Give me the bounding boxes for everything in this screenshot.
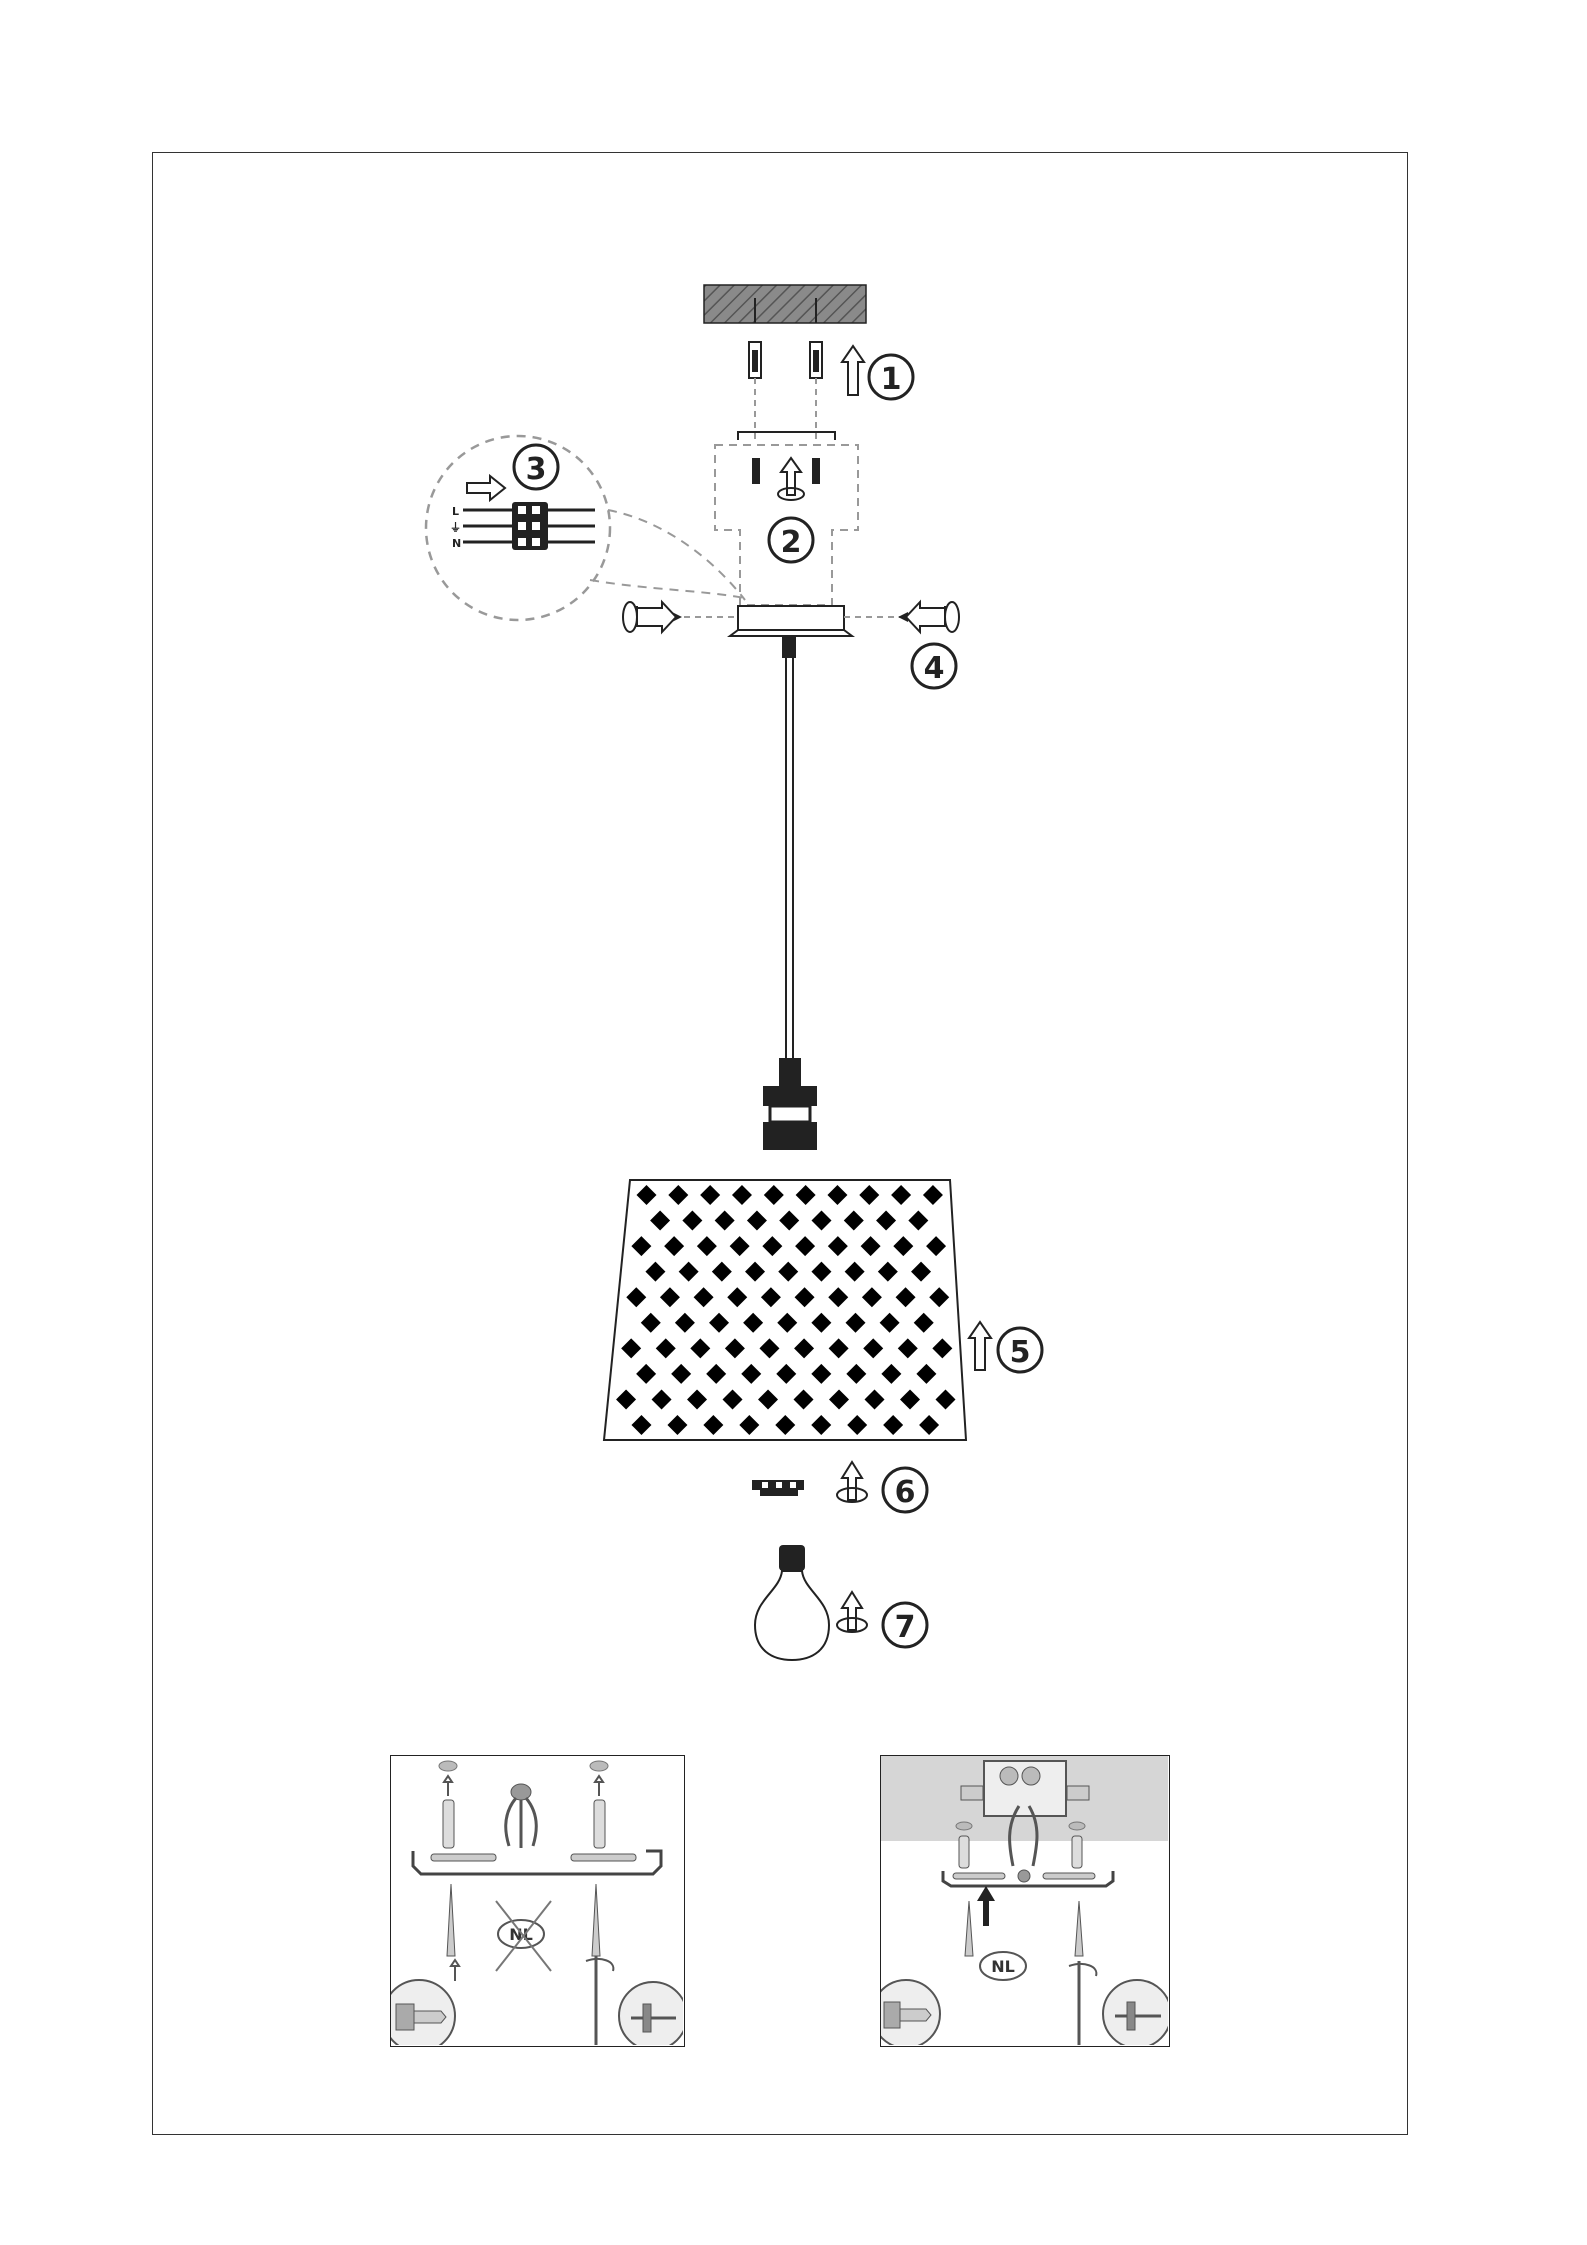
screw-rotate-left-icon xyxy=(623,602,676,632)
rotate-up-icon-bulb xyxy=(837,1592,867,1632)
wiring-detail-circle: L ⏚ N xyxy=(426,436,745,620)
assembly-diagram: 1 2 L ⏚ xyxy=(0,0,1587,1700)
step-badge-7: 7 xyxy=(883,1603,927,1647)
up-arrow-icon-shade xyxy=(969,1322,991,1370)
step-number: 1 xyxy=(881,362,902,397)
bracket-diagram-left: NL xyxy=(391,1756,683,2045)
svg-text:6: 6 xyxy=(895,1475,916,1510)
wire-label-neutral: N xyxy=(452,537,461,550)
step-badge-4: 4 xyxy=(912,644,956,688)
rotate-up-icon xyxy=(778,458,804,500)
screw-rotate-right-icon xyxy=(906,602,959,632)
svg-text:2: 2 xyxy=(781,525,802,560)
bracket-diagram-right: NL xyxy=(881,1756,1168,2045)
svg-text:3: 3 xyxy=(526,452,547,487)
wire-label-earth: ⏚ xyxy=(450,521,461,534)
step-badge-2: 2 xyxy=(769,518,813,562)
inset-mounting-bracket-left: NL xyxy=(390,1755,685,2047)
svg-text:7: 7 xyxy=(895,1610,916,1645)
step-badge-3: 3 xyxy=(514,445,558,489)
step-badge-5: 5 xyxy=(998,1328,1042,1372)
canopy xyxy=(672,606,908,636)
wall-plug-right xyxy=(810,342,822,440)
rotate-up-icon-ring xyxy=(837,1462,867,1502)
ceiling-block xyxy=(704,285,866,323)
step-badge-6: 6 xyxy=(883,1468,927,1512)
light-bulb xyxy=(755,1545,829,1660)
lamp-holder xyxy=(763,1058,817,1150)
up-arrow-icon xyxy=(842,346,864,395)
wire-label-live: L xyxy=(452,505,459,518)
shade-ring xyxy=(752,1480,804,1496)
inset-mounting-bracket-right: NL xyxy=(880,1755,1170,2047)
svg-text:5: 5 xyxy=(1010,1335,1031,1370)
lampshade xyxy=(604,1180,966,1440)
wall-plug-left xyxy=(749,342,761,440)
terminal-block xyxy=(463,502,595,550)
svg-text:4: 4 xyxy=(924,651,945,686)
step-badge-1: 1 xyxy=(869,355,913,399)
nl-label: NL xyxy=(991,1957,1015,1976)
pendant-cable xyxy=(782,636,796,1060)
